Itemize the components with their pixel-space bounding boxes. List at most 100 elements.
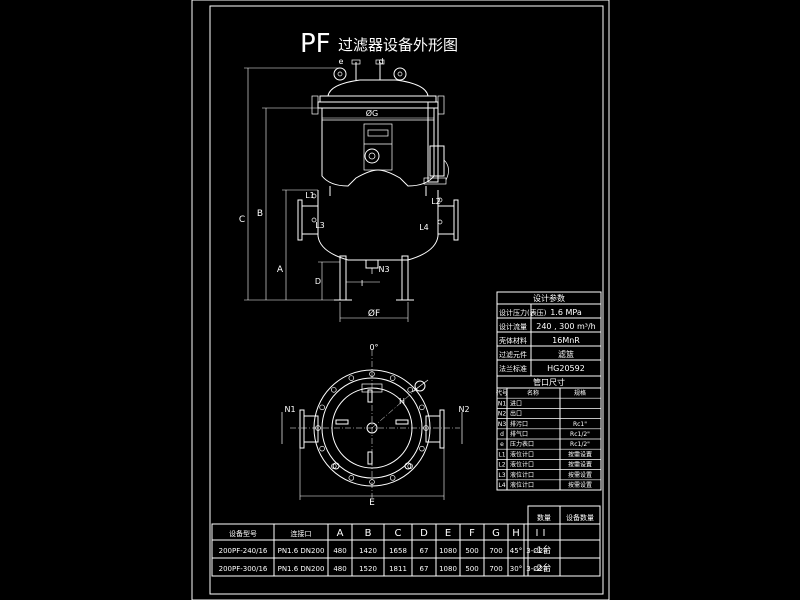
design-param-value: 16MnR xyxy=(552,336,580,345)
label-H: H xyxy=(399,397,405,406)
spec-cell: PN1.6 DN200 xyxy=(278,547,325,555)
spec-cell: PN1.6 DN200 xyxy=(278,565,325,573)
nozzle-spec: 按需设置 xyxy=(568,471,592,479)
spec-cell: 700 xyxy=(489,547,502,555)
nozzle-code: N3 xyxy=(498,421,506,428)
label-L4: L4 xyxy=(419,223,429,232)
label-I: I xyxy=(361,279,363,288)
nozzle-name: 出口 xyxy=(510,410,522,418)
design-param-value: 滤篮 xyxy=(558,349,574,359)
nozzle-code: N2 xyxy=(498,411,506,418)
label-N2: N2 xyxy=(458,405,469,414)
design-param-value: 1.6 MPa xyxy=(550,308,582,317)
nozzle-code: d xyxy=(500,431,504,438)
nozzle-header: 管口尺寸 xyxy=(533,377,565,387)
spec-cell: 500 xyxy=(465,565,478,573)
spec-cell: 67 xyxy=(420,565,429,573)
spec-header: I xyxy=(536,528,539,539)
spec-cell: 30° xyxy=(510,565,522,573)
nozzle-spec: Rc1" xyxy=(573,421,587,428)
spec-cell: 3-Ø24 xyxy=(526,547,548,555)
side-header: 设备数量 xyxy=(566,513,594,522)
spec-cell: 480 xyxy=(333,565,346,573)
nozzle-name: 液位计口 xyxy=(510,481,534,489)
label-N1: N1 xyxy=(284,405,295,414)
spec-header: F xyxy=(469,528,475,539)
labels: e d ØG C B A D I N3 ØF L1 L2 L3 L4 0° H … xyxy=(239,57,470,508)
nozzle-code: L2 xyxy=(498,462,505,469)
spec-header: A xyxy=(337,528,344,539)
spec-header: H xyxy=(512,528,520,539)
spec-cell: 480 xyxy=(333,547,346,555)
nozzle-name: 排污口 xyxy=(510,420,528,428)
label-B: B xyxy=(257,209,263,219)
design-param-value: 240 , 300 m³/h xyxy=(536,322,595,331)
label-angle0: 0° xyxy=(369,343,378,352)
design-param-label: 设计压力(表压) xyxy=(499,308,547,317)
label-e: e xyxy=(339,57,344,66)
nozzle-code: L3 xyxy=(498,472,505,479)
nozzle-spec: 按需设置 xyxy=(568,461,592,469)
nozzle-col-header: 代号 xyxy=(496,389,508,397)
spec-cell: 1080 xyxy=(439,565,457,573)
spec-header: G xyxy=(492,528,500,539)
spec-header: 连接口 xyxy=(291,529,312,538)
nozzle-code: L1 xyxy=(498,451,505,458)
nozzle-name: 液位计口 xyxy=(510,471,534,479)
design-params-header: 设计参数 xyxy=(533,293,565,303)
nozzle-code: L4 xyxy=(498,482,505,489)
nozzle-col-header: 规格 xyxy=(574,389,586,397)
spec-cell: 500 xyxy=(465,547,478,555)
nozzle-name: 排气口 xyxy=(510,430,528,438)
label-N3: N3 xyxy=(378,265,389,274)
label-F: ØF xyxy=(368,308,380,319)
nozzle-name: 液位计口 xyxy=(510,450,534,458)
label-G: ØG xyxy=(366,108,379,118)
design-param-label: 法兰标准 xyxy=(499,364,527,373)
design-param-value: HG20592 xyxy=(547,364,585,373)
plan-view xyxy=(281,350,463,500)
nozzle-name: 液位计口 xyxy=(510,461,534,469)
spec-cell: 45° xyxy=(510,547,522,555)
side-value: 2台 xyxy=(537,562,552,574)
spec-cell: 1658 xyxy=(389,547,407,555)
side-value: 1台 xyxy=(537,544,552,556)
title-main: 过滤器设备外形图 xyxy=(338,36,458,54)
nozzle-spec: 按需设置 xyxy=(568,481,592,489)
label-E: E xyxy=(369,498,375,508)
spec-cell: 200PF-240/16 xyxy=(219,547,268,555)
spec-cell: 700 xyxy=(489,565,502,573)
sheet-border-inner xyxy=(209,5,604,595)
design-param-label: 壳体材料 xyxy=(499,336,527,345)
design-param-label: 设计流量 xyxy=(499,322,527,331)
design-param-label: 过滤元件 xyxy=(499,350,527,359)
label-L2: L2 xyxy=(431,197,441,206)
nozzle-spec: Rc1/2" xyxy=(570,441,590,448)
design-params-table: 设计参数 设计压力(表压)1.6 MPa 设计流量 240 , 300 m³/h 壳体… xyxy=(496,291,602,377)
nozzle-name: 进口 xyxy=(510,399,522,407)
spec-header: D xyxy=(420,528,428,539)
drawing-title: PF 过滤器设备外形图 xyxy=(300,29,458,59)
nozzle-spec: 按需设置 xyxy=(568,450,592,458)
sheet-border-outer xyxy=(191,0,610,600)
label-D: D xyxy=(315,277,321,286)
nozzle-code: N1 xyxy=(498,400,506,407)
spec-header: C xyxy=(395,528,402,539)
label-L3: L3 xyxy=(315,221,325,230)
side-I-header: I xyxy=(543,528,546,539)
spec-header: 设备型号 xyxy=(229,529,257,538)
spec-cell: 67 xyxy=(420,547,429,555)
spec-cell: 1080 xyxy=(439,547,457,555)
label-L1: L1 xyxy=(305,191,315,200)
side-header: 数量 xyxy=(537,513,551,522)
label-C: C xyxy=(239,215,245,225)
spec-cell: 1811 xyxy=(389,565,407,573)
front-view xyxy=(244,59,459,322)
label-A: A xyxy=(277,265,284,275)
spec-cell: 200PF-300/16 xyxy=(219,565,268,573)
spec-header: E xyxy=(445,528,451,539)
nozzle-spec: Rc1/2" xyxy=(570,431,590,438)
